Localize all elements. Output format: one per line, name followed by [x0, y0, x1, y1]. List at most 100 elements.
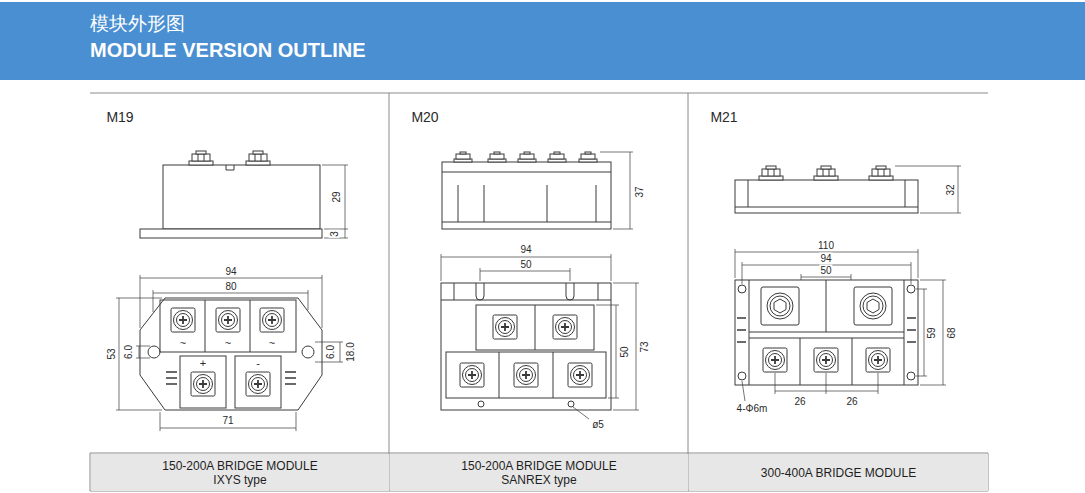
- terminal-mark: ~: [224, 338, 232, 349]
- m20-side-view: [442, 162, 611, 229]
- terminal-mark: ~: [179, 338, 187, 349]
- m21-top-view: [907, 285, 915, 293]
- terminal-post: [869, 166, 893, 180]
- dimension: 26: [845, 396, 858, 407]
- terminal-screw: [514, 363, 538, 387]
- terminal-mark: +: [199, 358, 207, 369]
- terminal-post: [814, 166, 838, 180]
- table-rules: [90, 93, 988, 491]
- table-rules: [90, 93, 988, 491]
- terminal-post: [548, 152, 566, 162]
- header-title-en: MODULE VERSION OUTLINE: [90, 37, 1085, 63]
- dimension: ø5: [591, 419, 605, 430]
- terminal-mark: ~: [268, 338, 276, 349]
- m20-top-view: [535, 305, 536, 350]
- dimension-line: [895, 166, 961, 213]
- panel-label: M21: [709, 109, 738, 126]
- m19-top-view: [160, 300, 296, 352]
- m20-top-view: [441, 283, 611, 300]
- terminal-screw: [814, 348, 838, 372]
- dimension: 94: [224, 266, 237, 277]
- m20-side-view: [442, 172, 611, 222]
- dimension-line: [116, 275, 343, 431]
- dimension: 3: [329, 230, 340, 238]
- m19-top-view: [166, 372, 296, 384]
- terminal-screw: [171, 308, 195, 332]
- panel-label: M20: [410, 109, 439, 126]
- terminal-post: [454, 152, 472, 162]
- dimension: 71: [221, 415, 234, 426]
- m21-side-view: [735, 180, 918, 207]
- m20-top-view: [446, 352, 606, 398]
- terminal-screw: [761, 287, 799, 325]
- dimension-line: [600, 152, 633, 229]
- dimension: 37: [634, 185, 645, 198]
- m19-side-view: [140, 151, 322, 238]
- caption-text: 150-200A BRIDGE MODULE SANREX type: [452, 459, 627, 487]
- m20-top-view: [476, 283, 574, 300]
- caption-text: 150-200A BRIDGE MODULE IXYS type: [153, 459, 328, 487]
- dimension-line: [322, 165, 348, 238]
- dimension: 6.0: [123, 344, 134, 360]
- dimension-line: [895, 166, 961, 213]
- dimension: 68: [946, 326, 957, 339]
- dimension: 80: [224, 281, 237, 292]
- dimension-line: [920, 280, 946, 385]
- m21-top-view: [907, 372, 915, 380]
- dimension: 26: [793, 396, 806, 407]
- terminal-screw: [216, 308, 240, 332]
- terminal-post: [759, 166, 783, 180]
- terminal-screw: [260, 308, 284, 332]
- terminal-screw: [493, 315, 517, 339]
- m19-top-view: [302, 346, 314, 358]
- dimension-line: [116, 298, 162, 410]
- m20-top-view: [441, 283, 611, 410]
- m21-top-view: [738, 372, 746, 380]
- terminal-screw: [568, 363, 592, 387]
- m19-side-view: [163, 165, 320, 229]
- m21-top-view: [749, 280, 904, 385]
- m20-side-view: [442, 152, 611, 229]
- dimension: 29: [331, 190, 342, 203]
- dimension-line: [160, 412, 296, 431]
- m19-side-view: [226, 165, 234, 170]
- dimension: 50: [519, 259, 532, 270]
- terminal-post: [246, 151, 270, 165]
- terminal-post: [518, 152, 536, 162]
- caption-text: 300-400A BRIDGE MODULE: [761, 466, 916, 480]
- dimension: 50: [819, 265, 832, 276]
- dimension-line: [441, 254, 639, 419]
- terminal-screw: [460, 363, 484, 387]
- m21-side-view: [735, 166, 918, 213]
- m19-top-view: [235, 356, 281, 408]
- dimension: 18.0: [345, 341, 356, 362]
- terminal-screw: [553, 315, 577, 339]
- dimension: 94: [519, 244, 532, 255]
- dimension-line: [596, 305, 619, 398]
- caption-cell: 150-200A BRIDGE MODULE IXYS type: [91, 454, 389, 491]
- dimension: 6.0: [325, 344, 336, 360]
- m21-top-view: [735, 280, 918, 385]
- panel-label: M19: [105, 109, 134, 126]
- m20-top-view: [478, 401, 484, 407]
- terminal-screw: [854, 287, 892, 325]
- dimension: 73: [639, 340, 650, 353]
- terminal-post: [189, 151, 213, 165]
- dimension-line: [140, 275, 322, 328]
- dimension: 32: [945, 183, 956, 196]
- dimension-line: [613, 283, 639, 410]
- dimension: 50: [619, 345, 630, 358]
- dimension: 59: [926, 326, 937, 339]
- dimension-line: [153, 290, 308, 312]
- dimension-line: [573, 407, 589, 419]
- dimension-line: [441, 254, 611, 281]
- terminal-mark: -: [255, 358, 261, 369]
- terminal-screw: [246, 372, 270, 396]
- m21-side-view: [735, 180, 918, 213]
- caption-cell: 150-200A BRIDGE MODULE SANREX type: [390, 454, 688, 491]
- header-title-cn: 模块外形图: [90, 11, 1085, 37]
- m19-top-view: [180, 356, 226, 408]
- dimension: 53: [106, 347, 117, 360]
- m21-top-view: [737, 318, 916, 342]
